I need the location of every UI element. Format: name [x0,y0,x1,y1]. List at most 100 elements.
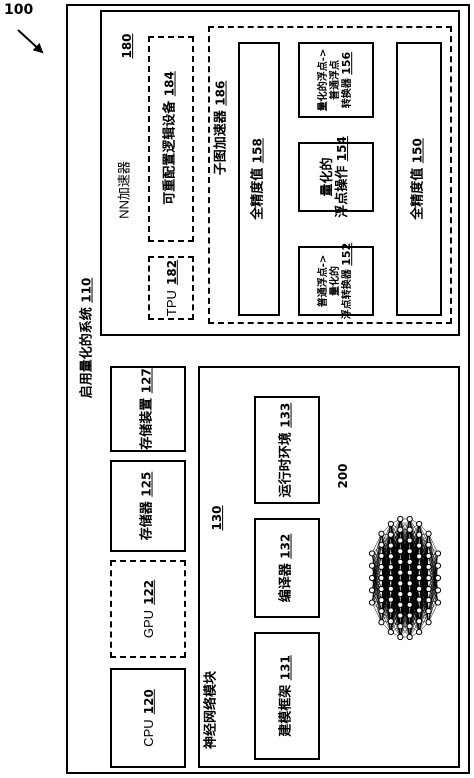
neuron-node [397,601,404,608]
subgraph-accelerator-box [208,26,452,324]
neuron-node [425,585,432,593]
reconfig-title: 可重配置逻辑设备 [162,100,178,205]
neuron-node [425,552,432,559]
neuron-node [425,608,432,615]
neuron-node [368,574,376,582]
subgraph-accelerator-title: 子图加速器 [213,110,229,176]
neuron-node [416,542,423,549]
neuron-node [397,558,404,566]
neuron-node [434,574,442,582]
converter-152-box [298,246,374,316]
full-precision-158-box [238,42,280,316]
quant-op-154-line1: 量化的 [320,157,336,197]
neuron-node [387,607,394,614]
neuron-node [425,563,432,571]
full-precision-150-box [396,42,442,316]
neuron-node [406,601,413,608]
neuron-node [368,587,376,594]
converter-152-number: 152 [340,242,354,266]
neuron-node [387,553,394,560]
modeling-framework-box [254,632,320,760]
neuron-node [425,541,432,548]
full-precision-150-title: 全精度值 [410,167,426,220]
neuron-node [378,541,385,548]
neuron-node [416,553,423,560]
neuron-node [425,530,432,537]
neuron-node [406,633,413,641]
tpu-label: TPU 182 [162,260,180,316]
storage-box [110,366,186,452]
full-precision-158-number: 158 [250,138,265,164]
neuron-node [378,563,385,571]
neuron-node [416,585,423,592]
neuron-node [387,628,394,636]
neuron-node [434,562,442,569]
quant-op-154-number: 154 [335,136,349,162]
neuron-node [387,542,394,549]
neuron-node [416,564,423,571]
neural-network-nodes [368,515,442,641]
neuron-node [406,569,413,576]
full-precision-158-title: 全精度值 [250,167,266,220]
neuron-node [387,585,394,592]
converter-156-line3-text: 转换器 [342,78,354,109]
neuron-node [406,623,413,630]
tpu-box [148,256,194,320]
neuron-node [378,585,385,593]
neuron-node [378,552,385,559]
neuron-node [416,574,423,582]
full-precision-150-label: 全精度值 150 [410,138,427,220]
full-precision-158-label: 全精度值 158 [250,138,267,220]
neuron-node [387,564,394,571]
neuron-node [416,618,423,625]
neuron-node [368,550,376,557]
quant-op-154-box [298,142,374,212]
figure-ref-arrow [17,29,44,54]
neuron-node [378,530,385,537]
neuron-node [397,580,404,587]
neuron-node [425,619,432,626]
neuron-node [368,599,376,606]
neuron-node [387,618,394,625]
neuron-node [406,537,413,544]
neuron-node [416,531,423,538]
neuron-node [406,612,413,619]
neuron-node [397,623,404,630]
neuron-node [406,558,413,566]
figure-ref-label: 100 [4,2,34,18]
neuron-node [397,515,404,523]
neuron-node [378,574,385,582]
neuron-node [416,607,423,614]
quant-op-154-line2-text: 浮点操作 [335,165,350,218]
neuron-node [434,599,442,606]
neuron-node [397,569,404,576]
quant-op-154-label: 量化的 浮点操作 154 [320,136,351,218]
converter-156-box [298,42,374,118]
neuron-node [397,548,404,555]
neuron-node [397,612,404,619]
neuron-node [378,597,385,604]
reconfig-box [148,36,194,242]
subgraph-accelerator-label: 子图加速器 186 [213,80,230,176]
neuron-node [378,608,385,615]
neuron-node [425,574,432,582]
memory-box [110,460,186,552]
reconfig-number: 184 [162,71,177,97]
neuron-node [387,531,394,538]
converter-156-line1: 量化的浮点-> [318,48,330,112]
nn-accelerator-number: 180 [120,33,135,59]
converter-152-label: 普通浮点-> 量化的 浮点转换器 152 [318,243,354,319]
nn-accelerator-title: NN加速器 [116,161,132,219]
subgraph-accelerator-number: 186 [213,80,228,106]
quant-op-154-line2: 浮点操作 154 [335,136,351,218]
tpu-title: TPU [163,290,179,317]
neuron-node [387,520,394,528]
converter-156-line3: 转换器 156 [340,49,354,112]
neuron-node [397,590,404,598]
neuron-node [406,515,413,523]
full-precision-150-number: 150 [410,138,425,164]
tpu-number: 182 [164,259,179,285]
neuron-node [416,628,423,636]
converter-152-line3-text: 浮点转换器 [342,269,354,320]
